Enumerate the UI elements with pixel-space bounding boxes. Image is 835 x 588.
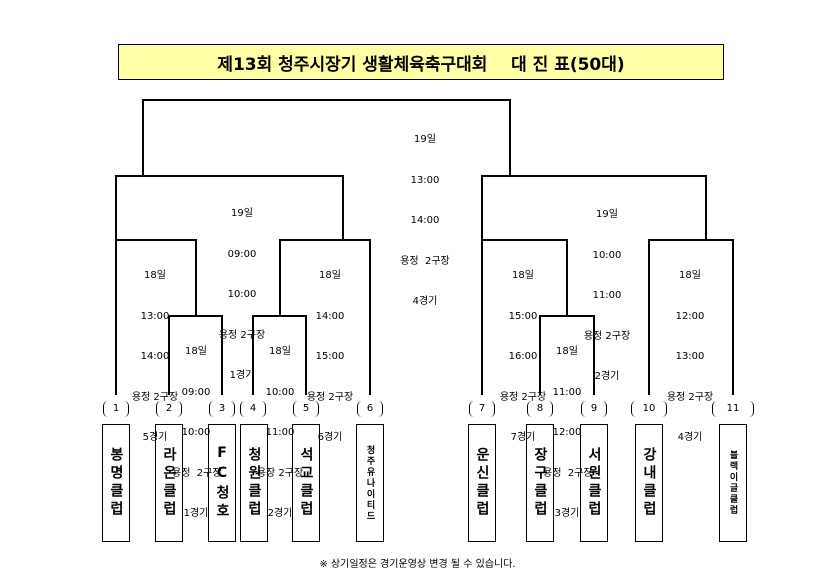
match-day: 18일 [269,346,291,357]
match-qf-3-info: 18일 15:00 16:00 용정 2구장 7경기 [485,242,561,458]
team-name: 청원클럽 [240,424,268,542]
team-name: 장구클럽 [526,424,554,542]
seed-number: 8 [527,401,553,417]
match-end: 11:00 [592,290,622,301]
match-qf-4-info: 18일 12:00 13:00 용정 2구장 4경기 [651,242,729,458]
seed-number: 2 [156,401,182,417]
match-final-info: 19일 13:00 14:00 용정 2구장 4경기 [385,106,465,322]
match-venue: 용정 2구장 [499,391,547,403]
match-start: 12:00 [675,310,705,322]
team-name: 운신클럽 [468,424,496,542]
match-venue: 용정 2구장 [583,330,631,342]
match-start: 13:00 [410,174,440,186]
team-name: FC청호 [208,424,236,542]
match-start: 11:00 [552,386,582,398]
match-end: 16:00 [508,351,538,362]
match-r1-1-info: 18일 09:00 10:00 용정 2구장 1경기 [172,318,222,534]
match-number: 6경기 [317,432,343,443]
match-start: 09:00 [227,248,257,260]
final-connector [142,99,511,176]
match-start: 10:00 [265,386,295,398]
qf-4-connector [648,239,734,395]
seed-number: 9 [581,401,607,417]
match-venue: 용정 2구장 [172,467,222,479]
match-day: 18일 [512,270,534,281]
match-venue: 용정 2구장 [306,391,354,403]
semi-left-connector [115,175,344,240]
match-end: 14:00 [410,215,440,226]
match-day: 18일 [556,346,578,357]
match-end: 13:00 [675,351,705,362]
r1-1-connector [168,315,223,395]
match-start: 13:00 [140,310,170,322]
match-number: 1경기 [183,508,209,519]
match-number: 4경기 [412,296,438,307]
seed-number: 10 [631,401,667,417]
match-number: 2경기 [267,508,293,519]
seed-number: 1 [103,401,129,417]
qf-2-connector [279,239,371,395]
match-venue: 용정 2구장 [131,391,179,403]
match-day: 18일 [319,270,341,281]
r1-3-connector [539,315,595,395]
match-number: 2경기 [594,371,620,382]
team-name: 강내클럽 [635,424,663,542]
match-start: 10:00 [592,249,622,261]
match-start: 14:00 [315,310,345,322]
match-start: 15:00 [508,310,538,322]
match-number: 3경기 [554,508,580,519]
r1-2-connector [252,315,307,395]
semi-right-connector [481,175,707,240]
match-semi-right-info: 19일 10:00 11:00 용정 2구장 2경기 [567,181,647,397]
team-name: 서원클럽 [580,424,608,542]
match-semi-left-info: 19일 09:00 10:00 용정 2구장 1경기 [202,180,282,396]
seed-number: 7 [469,401,495,417]
match-end: 12:00 [552,427,582,438]
match-day: 19일 [414,134,436,145]
match-end: 10:00 [227,289,257,300]
seed-number: 5 [293,401,319,417]
match-end: 15:00 [315,351,345,362]
team-name: 봉명클럽 [102,424,130,542]
match-end: 10:00 [181,427,211,438]
match-venue: 용정 2구장 [218,329,266,341]
match-end: 14:00 [140,351,170,362]
seed-number: 11 [712,401,754,417]
seed-number: 3 [209,401,235,417]
match-day: 19일 [596,209,618,220]
match-day: 18일 [185,346,207,357]
team-name: 석교클럽 [292,424,320,542]
match-day: 18일 [679,270,701,281]
schedule-footnote: ※ 상기일정은 경기운영상 변경 될 수 있습니다. [319,559,516,570]
qf-1-connector [115,239,197,395]
seed-number: 4 [240,401,266,417]
match-qf-1-info: 18일 13:00 14:00 용정 2구장 5경기 [117,242,193,458]
team-name: 청주유나이티드 [356,424,384,542]
team-name: 라온클럽 [155,424,183,542]
match-number: 5경기 [142,432,168,443]
match-number: 4경기 [677,432,703,443]
seed-number: 6 [357,401,383,417]
match-r1-2-info: 18일 10:00 11:00 용장 2구장 2경기 [256,318,304,534]
match-start: 09:00 [181,386,211,398]
match-venue: 용장 2구장 [256,467,304,479]
qf-3-connector [481,239,568,395]
match-venue: 용정 2구장 [400,255,450,267]
match-day: 18일 [144,270,166,281]
match-number: 1경기 [229,370,255,381]
match-end: 11:00 [265,427,295,438]
match-number: 7경기 [510,432,536,443]
match-venue: 용정 2구장 [666,391,714,403]
tournament-title: 제13회 청주시장기 생활체육축구대회 대 진 표(50대) [118,44,724,80]
match-qf-2-info: 18일 14:00 15:00 용정 2구장 6경기 [292,242,368,458]
team-name: 블랙이글클럽 [719,424,747,542]
match-day: 19일 [231,208,253,219]
